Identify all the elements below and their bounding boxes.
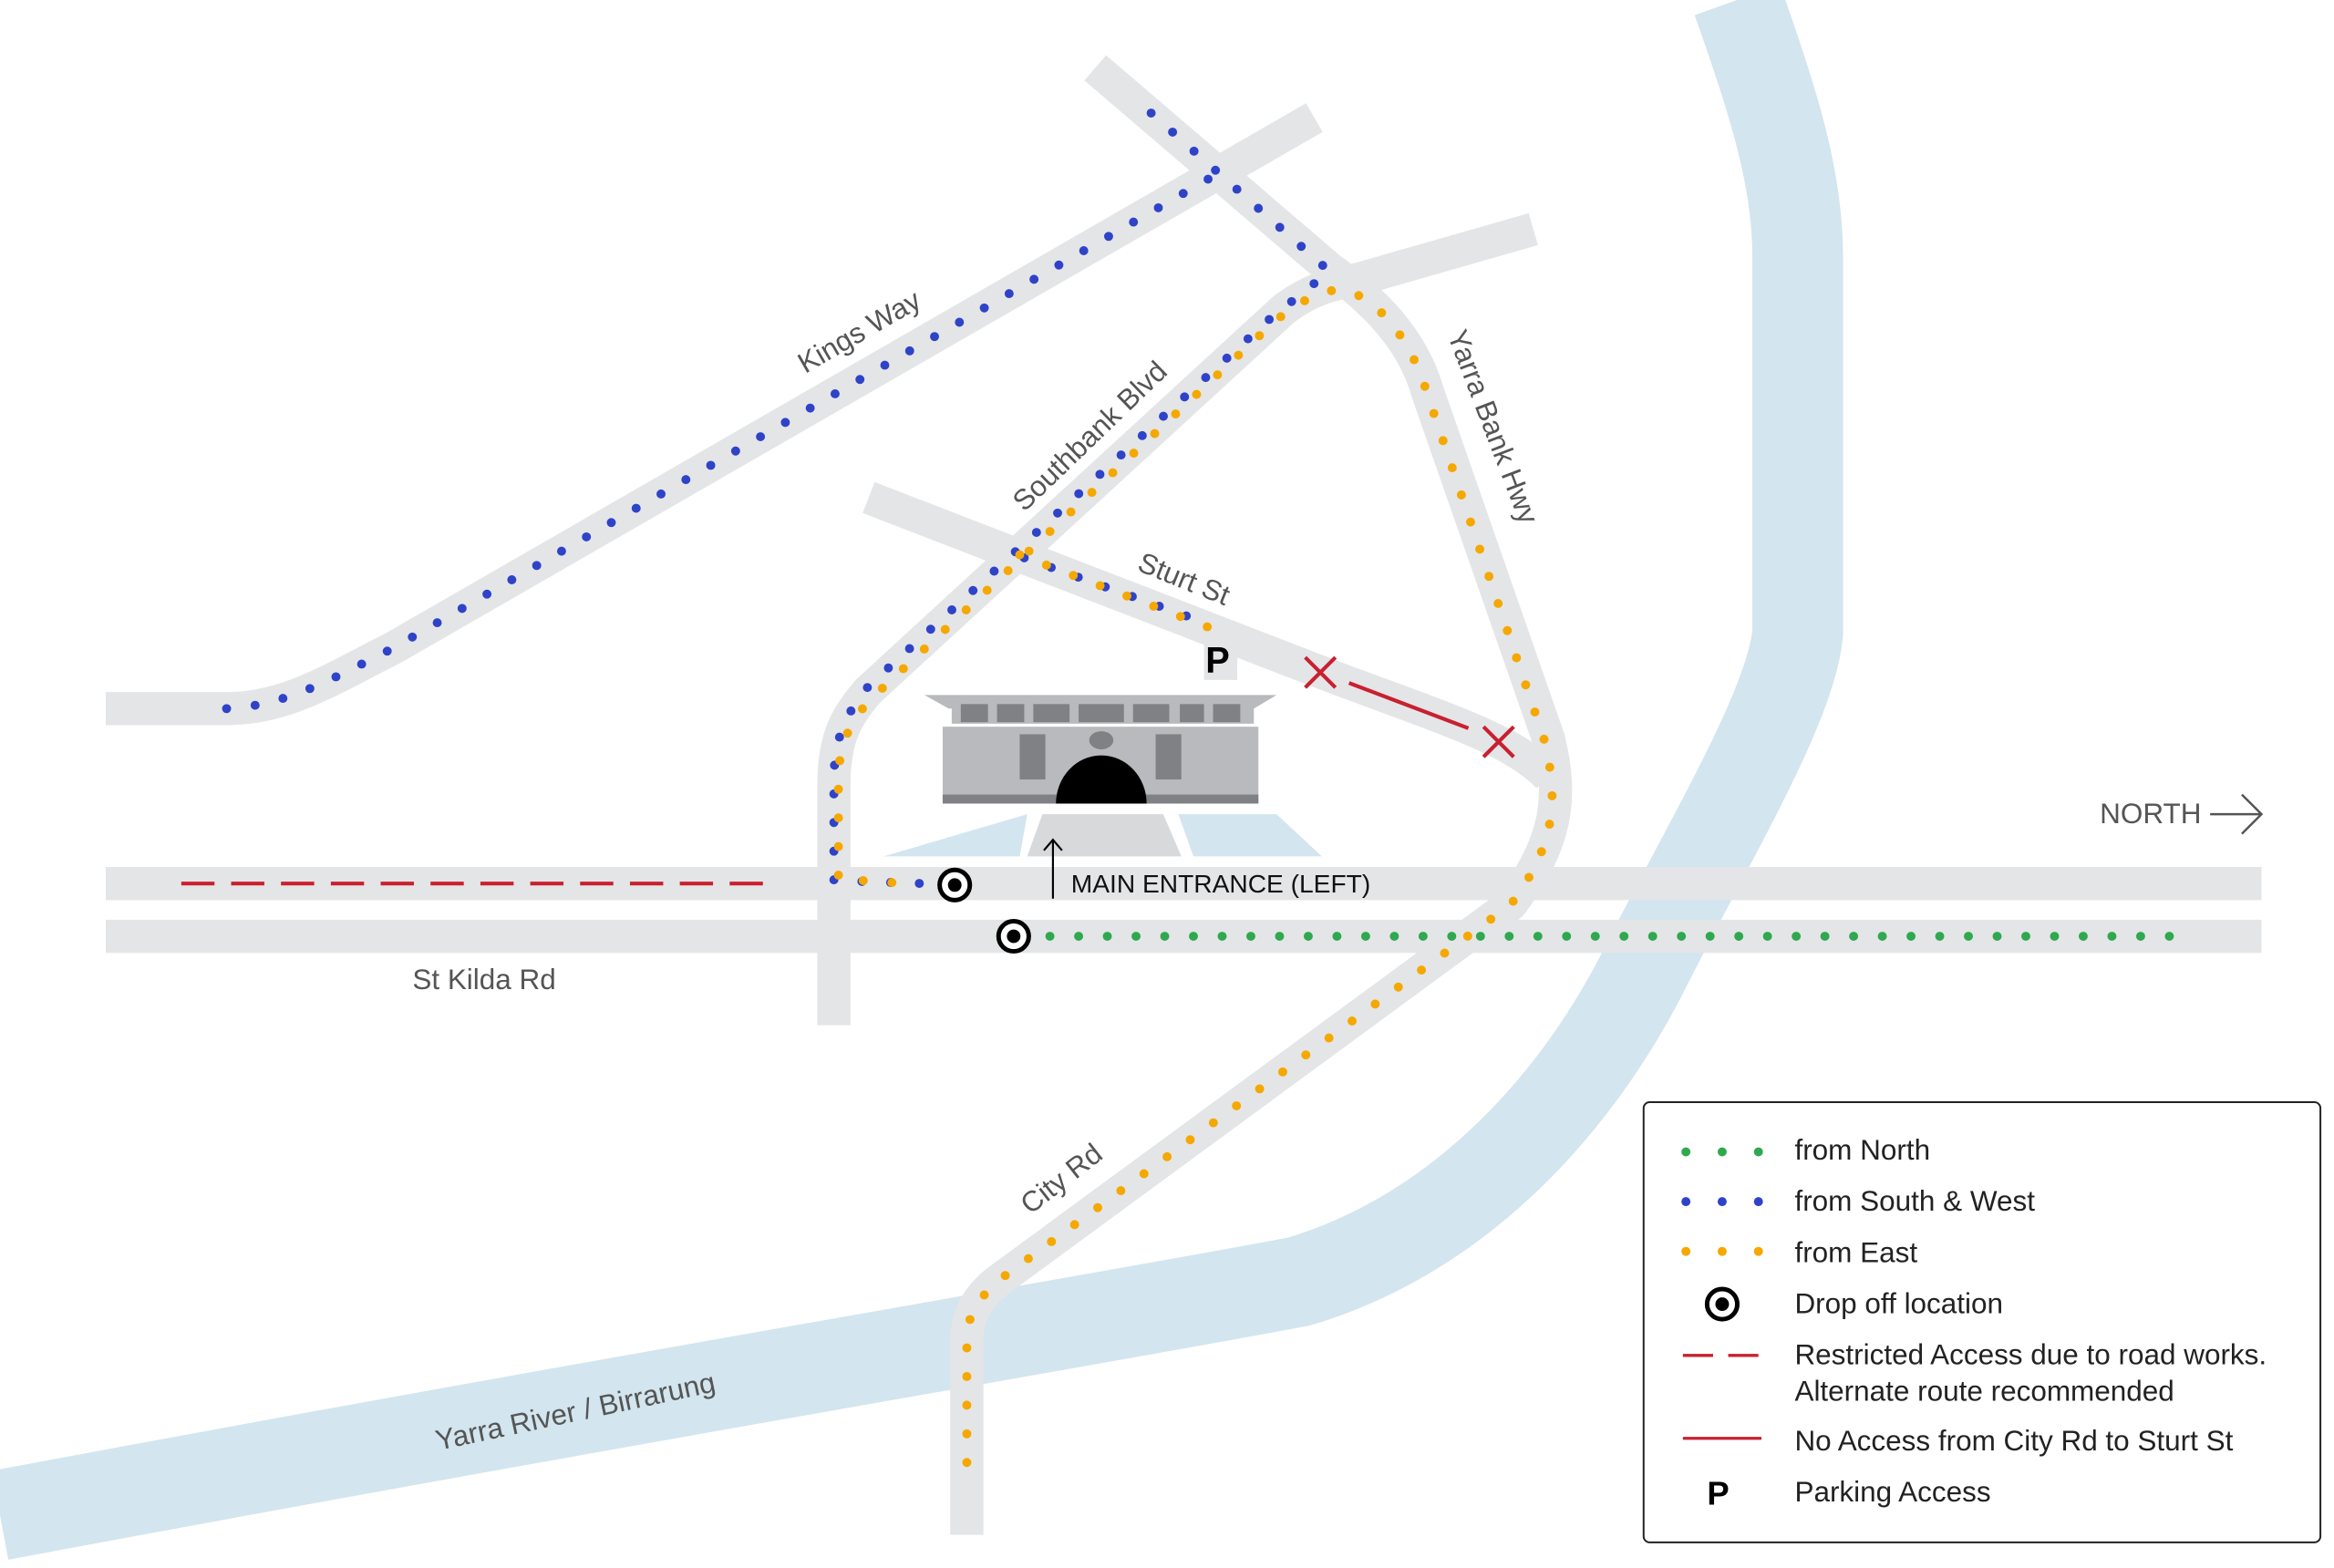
legend-from-north: from North bbox=[1794, 1134, 1930, 1166]
north-arrow-icon bbox=[2210, 793, 2264, 835]
legend-drop-off: Drop off location bbox=[1794, 1288, 2003, 1320]
route-from-east-sturt bbox=[1015, 550, 1221, 635]
legend: from North from South & West from East D… bbox=[1642, 1100, 2322, 1543]
entrance-arrow-icon bbox=[1043, 838, 1063, 899]
legend-restricted-access: Restricted Access due to road works. bbox=[1794, 1339, 2267, 1371]
drop-off-icon[interactable] bbox=[996, 919, 1031, 954]
legend-from-east: from East bbox=[1794, 1236, 1917, 1268]
yarra-river bbox=[0, 0, 1843, 1560]
north-label: NORTH bbox=[2100, 798, 2201, 830]
drop-off-icon[interactable] bbox=[937, 867, 973, 903]
legend-parking-access: Parking Access bbox=[1794, 1476, 1990, 1508]
legend-blue-dots-icon bbox=[1681, 1197, 1763, 1207]
route-from-east bbox=[833, 284, 1557, 1468]
parking-icon[interactable]: P bbox=[1205, 641, 1230, 681]
no-access-line bbox=[1348, 681, 1470, 730]
legend-restricted-access-line2: Alternate route recommended bbox=[1794, 1375, 2174, 1407]
main-entrance-label: MAIN ENTRANCE (LEFT) bbox=[1071, 870, 1370, 898]
route-from-south-west-sturt bbox=[1019, 552, 1206, 626]
venue-building bbox=[883, 695, 1322, 857]
no-access-x-icon bbox=[1304, 655, 1515, 758]
legend-drop-off-icon bbox=[1704, 1286, 1740, 1322]
legend-orange-dots-icon bbox=[1681, 1246, 1763, 1256]
legend-green-dots-icon bbox=[1681, 1147, 1763, 1157]
legend-from-south-west: from South & West bbox=[1794, 1185, 2035, 1217]
legend-no-access: No Access from City Rd to Sturt St bbox=[1794, 1425, 2233, 1457]
route-from-south-west-main bbox=[829, 108, 1337, 889]
st-kilda-rd-label: St Kilda Rd bbox=[412, 964, 555, 995]
legend-parking-icon: P bbox=[1707, 1475, 1729, 1512]
